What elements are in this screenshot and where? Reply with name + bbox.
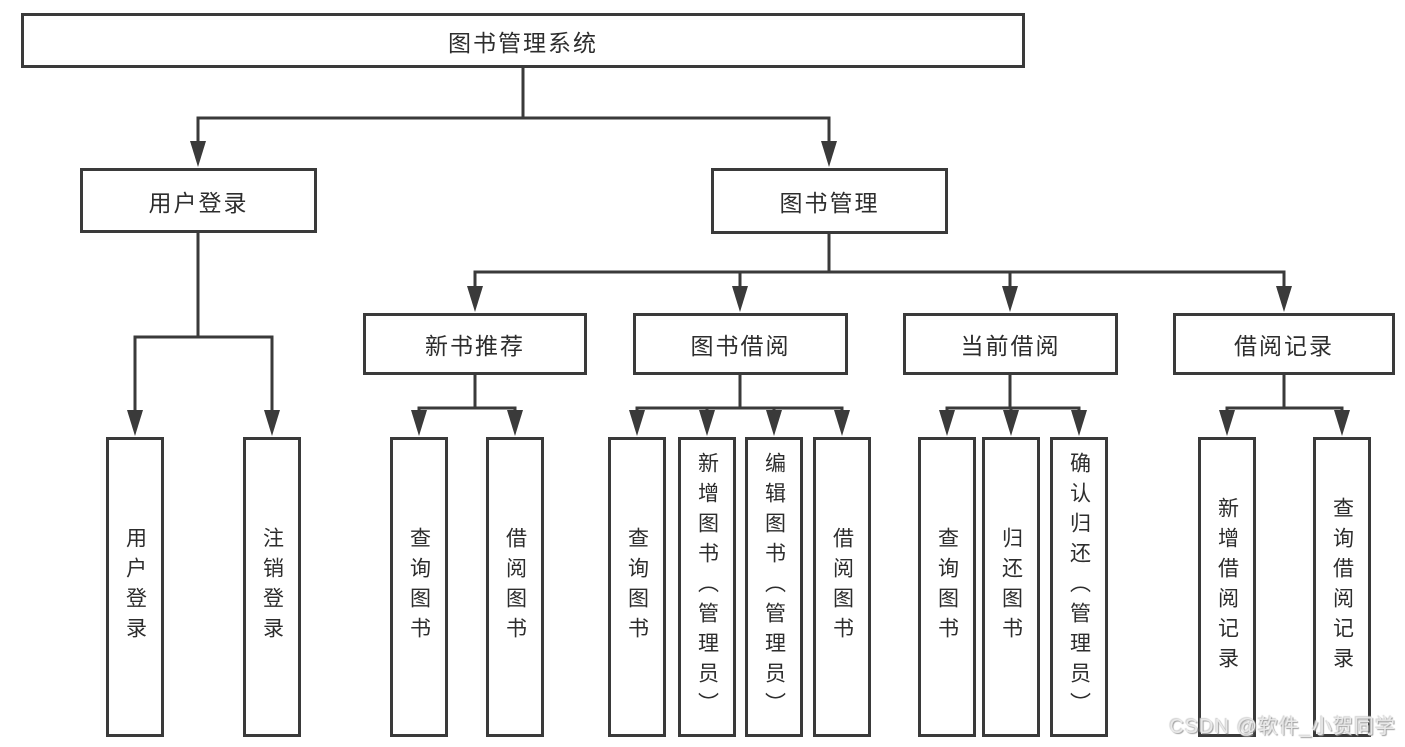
leaf-label: 归还图书 xyxy=(999,527,1023,647)
node-new-book-recommend: 新书推荐 xyxy=(363,313,587,375)
leaf-label: 查询图书 xyxy=(407,527,431,647)
leaf-label: 查询借阅记录 xyxy=(1330,497,1354,677)
node-label: 图书借阅 xyxy=(690,333,791,359)
leaf-bb-query-books: 查询图书 xyxy=(608,437,666,737)
leaf-bb-edit-books-admin: 编辑图书（管理员） xyxy=(745,437,803,737)
node-library-management-system: 图书管理系统 xyxy=(21,13,1025,68)
node-label: 当前借阅 xyxy=(960,333,1061,359)
node-label: 用户登录 xyxy=(148,189,249,216)
leaf-label: 借阅图书 xyxy=(830,527,854,647)
node-current-borrowing: 当前借阅 xyxy=(903,313,1118,375)
leaf-br-add-record: 新增借阅记录 xyxy=(1198,437,1256,737)
leaf-label: 借阅图书 xyxy=(503,527,527,647)
node-label: 新书推荐 xyxy=(425,333,525,359)
leaf-user-login: 用户登录 xyxy=(106,437,164,737)
node-book-borrowing: 图书借阅 xyxy=(633,313,848,375)
leaf-label: 用户登录 xyxy=(123,527,147,647)
leaf-label: 编辑图书（管理员） xyxy=(762,452,786,722)
csdn-watermark: CSDN @软件_小贺同学 xyxy=(1169,716,1396,738)
leaf-label: 新增借阅记录 xyxy=(1215,497,1239,677)
node-borrowing-records: 借阅记录 xyxy=(1173,313,1395,375)
leaf-bb-add-books-admin: 新增图书（管理员） xyxy=(678,437,736,737)
node-label: 图书管理 xyxy=(779,190,880,216)
leaf-cb-query-books: 查询图书 xyxy=(918,437,976,737)
leaf-br-query-record: 查询借阅记录 xyxy=(1313,437,1371,737)
leaf-cb-confirm-return-admin: 确认归还（管理员） xyxy=(1050,437,1108,737)
node-label: 图书管理系统 xyxy=(448,29,598,56)
leaf-nb-borrow-books: 借阅图书 xyxy=(486,437,544,737)
node-user-login-group: 用户登录 xyxy=(80,168,317,233)
node-label: 借阅记录 xyxy=(1234,333,1334,359)
leaf-label: 查询图书 xyxy=(935,527,959,647)
leaf-bb-borrow-books: 借阅图书 xyxy=(813,437,871,737)
leaf-logout: 注销登录 xyxy=(243,437,301,737)
leaf-label: 查询图书 xyxy=(625,527,649,647)
leaf-label: 注销登录 xyxy=(260,527,284,647)
leaf-label: 确认归还（管理员） xyxy=(1067,452,1091,722)
leaf-cb-return-books: 归还图书 xyxy=(982,437,1040,737)
leaf-label: 新增图书（管理员） xyxy=(695,452,719,722)
leaf-nb-query-books: 查询图书 xyxy=(390,437,448,737)
node-book-management: 图书管理 xyxy=(711,168,948,234)
